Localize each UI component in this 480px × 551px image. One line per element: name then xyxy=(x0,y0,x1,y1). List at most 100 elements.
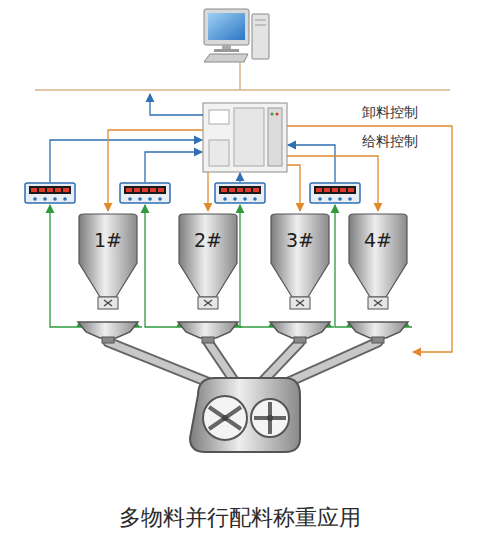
signal-wires xyxy=(207,172,208,211)
weight-indicators xyxy=(158,188,164,192)
hopper-number: 2# xyxy=(178,213,238,251)
plc-controller xyxy=(234,108,264,166)
mixer xyxy=(190,378,300,452)
hopper: 3# xyxy=(270,213,330,311)
weight-indicators xyxy=(120,183,170,203)
signal-wires xyxy=(145,152,202,182)
plc-controller xyxy=(209,110,229,124)
weight-indicators xyxy=(310,183,360,203)
weigh-scales xyxy=(270,322,330,338)
computer-icon xyxy=(255,20,266,21)
weight-indicators xyxy=(316,188,322,192)
plc-controller xyxy=(276,113,279,116)
weight-indicators xyxy=(223,197,227,201)
caption: 多物料并行配料称重应用 xyxy=(0,503,480,533)
computer-icon xyxy=(214,49,239,52)
weight-indicators xyxy=(25,183,360,203)
hopper-shape xyxy=(348,213,408,311)
mixer xyxy=(209,407,241,429)
weight-indicators xyxy=(148,197,152,201)
hopper-shape xyxy=(98,297,118,309)
weight-indicators xyxy=(142,188,148,192)
weight-indicators xyxy=(63,197,67,201)
computer-icon xyxy=(252,14,269,59)
hopper-shape xyxy=(104,300,112,306)
weight-indicators xyxy=(128,197,132,201)
weight-indicators xyxy=(332,188,338,192)
weigh-scales xyxy=(348,322,408,338)
load-cell-wires xyxy=(50,205,412,327)
weigh-scales xyxy=(202,337,214,343)
computer-icon xyxy=(204,9,249,45)
load-cell-wires xyxy=(50,205,142,327)
hopper-shape xyxy=(79,214,137,297)
computer-icon xyxy=(204,54,248,62)
weigh-scales xyxy=(178,322,238,338)
weight-indicators xyxy=(253,188,259,192)
plc-controller xyxy=(209,140,229,166)
hopper-number: 4# xyxy=(348,213,408,251)
weight-indicators xyxy=(348,197,352,201)
weight-indicators xyxy=(53,197,57,201)
weight-indicators xyxy=(150,188,156,192)
hopper-shape xyxy=(349,214,407,297)
mixer xyxy=(254,402,286,434)
mixer xyxy=(267,415,273,421)
weight-indicators xyxy=(245,188,251,192)
weigh-scales xyxy=(102,337,114,343)
hopper-shape xyxy=(198,297,218,309)
hopper: 4# xyxy=(348,213,408,311)
plc-controller xyxy=(271,113,274,116)
signal-wires xyxy=(50,140,202,182)
network-bus xyxy=(239,62,241,90)
signal-wires xyxy=(150,94,203,115)
hopper-shape xyxy=(78,213,138,311)
hopper-number: 3# xyxy=(270,213,330,251)
weigh-scales xyxy=(78,322,408,343)
weight-indicators xyxy=(221,188,227,192)
weigh-scales xyxy=(294,337,306,343)
weight-indicators xyxy=(43,197,47,201)
mixer xyxy=(222,415,228,421)
hopper-shape xyxy=(290,297,310,309)
weight-indicators xyxy=(229,188,235,192)
weight-indicators xyxy=(318,197,322,201)
weight-indicators xyxy=(63,188,69,192)
plc-controller xyxy=(268,108,282,166)
weight-indicators xyxy=(253,197,257,201)
weight-indicators xyxy=(338,197,342,201)
weight-indicators xyxy=(31,188,37,192)
weight-indicators xyxy=(348,188,354,192)
load-cell-wires xyxy=(240,205,334,327)
hopper-shape xyxy=(204,300,212,306)
hopper-shape xyxy=(178,213,238,311)
plc-controller xyxy=(203,103,287,172)
weight-indicators xyxy=(124,186,166,194)
weight-indicators xyxy=(340,188,346,192)
computer-icon xyxy=(208,13,245,40)
load-cell-wires xyxy=(335,205,412,327)
hopper-shape xyxy=(270,213,330,311)
hopper-shape xyxy=(296,300,304,306)
control-label: 卸料控制 xyxy=(362,104,418,122)
weight-indicators xyxy=(29,186,71,194)
weight-indicators xyxy=(237,188,243,192)
hopper-shape xyxy=(271,214,329,297)
signal-wires xyxy=(288,145,335,182)
hopper-shape xyxy=(374,300,382,306)
load-cell-wires xyxy=(145,205,242,327)
network-bus xyxy=(35,89,450,91)
signal-wires xyxy=(287,156,378,211)
mixer xyxy=(251,399,289,437)
weigh-scales xyxy=(372,337,384,343)
mixer xyxy=(190,378,300,452)
weight-indicators xyxy=(215,183,265,203)
computer-icon xyxy=(255,25,266,26)
weight-indicators xyxy=(243,197,247,201)
hopper-number: 1# xyxy=(78,213,138,251)
weight-indicators xyxy=(55,188,61,192)
computer-icon xyxy=(204,9,269,62)
weight-indicators xyxy=(39,188,45,192)
